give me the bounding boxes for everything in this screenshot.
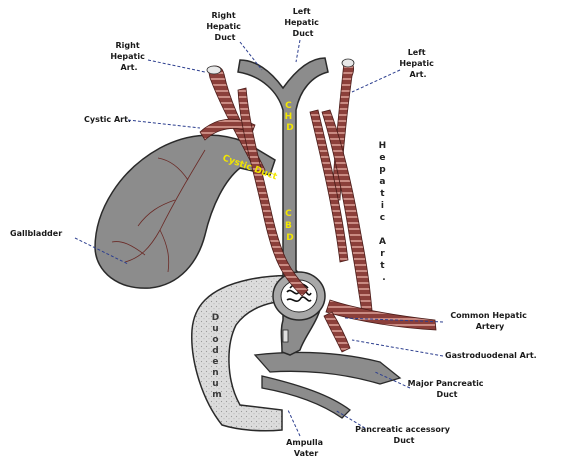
- ampulla-marker: [283, 330, 288, 342]
- gallbladder-shape: [95, 135, 275, 288]
- gallbladder-label: Gallbladder: [10, 229, 62, 238]
- common-hepatic-artery-label: Common Hepatic Artery: [450, 311, 529, 331]
- hepatic-art-vertical-label: H e p a t i c A r t .: [379, 141, 390, 283]
- pancreatic-accessory-duct-label: Pancreatic accessory Duct: [355, 425, 453, 445]
- major-pancreatic-duct-label: Major Pancreatic Duct: [408, 379, 487, 399]
- chd-label: C H D: [285, 101, 296, 133]
- common-hepatic-artery: [326, 300, 436, 330]
- lha-tip: [342, 59, 354, 67]
- right-hepatic-art-label: Right Hepatic Art.: [110, 41, 147, 72]
- hepatic-artery-proper: [322, 110, 372, 312]
- ampulla-vater-label: Ampulla Vater: [286, 438, 326, 458]
- gastroduodenal-art-label: Gastroduodenal Art.: [445, 351, 537, 360]
- right-hepatic-duct-label: Right Hepatic Duct: [206, 11, 243, 42]
- left-hepatic-duct-label: Left Hepatic Duct: [284, 7, 321, 38]
- hepatic-branch-left: [238, 88, 308, 296]
- left-hepatic-art-label: Left Hepatic Art.: [399, 48, 436, 79]
- duodenum-label: D u o d e n u m: [212, 313, 223, 400]
- cbd-label: C B D: [285, 209, 295, 243]
- rha-tip: [207, 66, 221, 74]
- cystic-art-label: Cystic Art.: [84, 115, 131, 124]
